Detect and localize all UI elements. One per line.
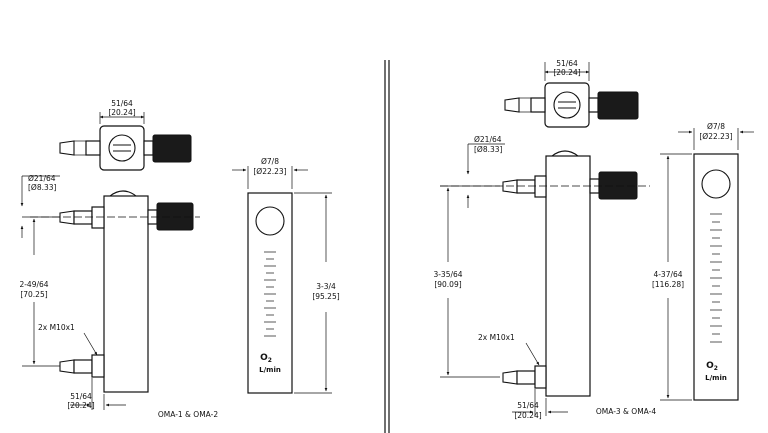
right-top-width-dim: 51/64 [20.24] xyxy=(544,59,590,81)
left-thread-text: 2x M10x1 xyxy=(38,323,75,332)
left-bottom-width-mm: [20.24] xyxy=(67,401,94,410)
left-caption: OMA-1 & OMA-2 xyxy=(158,410,218,419)
left-face-width-dim: Ø7/8 [Ø22.23] xyxy=(232,157,308,189)
left-height-mm: [95.25] xyxy=(312,292,339,301)
left-gas-label: O xyxy=(260,353,268,363)
right-height-inch: 4-37/64 xyxy=(653,270,682,279)
left-port-dia-inch: Ø21/64 xyxy=(28,174,56,183)
right-top-width-mm: [20.24] xyxy=(553,68,580,77)
right-height-dim: 4-37/64 [116.28] xyxy=(652,153,692,401)
right-top-view xyxy=(504,82,639,128)
right-face-width-mm: [Ø22.23] xyxy=(699,132,732,141)
left-scale-ticks xyxy=(264,251,276,337)
right-port-spacing-mm: [90.09] xyxy=(434,280,461,289)
right-bottom-width-dim: 51/64 [20.24] xyxy=(512,389,568,420)
right-top-width-inch: 51/64 xyxy=(556,59,578,68)
left-side-view xyxy=(30,190,200,393)
svg-text:O2: O2 xyxy=(706,361,718,372)
left-bottom-width-inch: 51/64 xyxy=(70,392,92,401)
right-port-dia-mm: [Ø8.33] xyxy=(474,145,503,154)
left-front-view: O2 L/min xyxy=(247,192,293,394)
right-port-spacing-inch: 3-35/64 xyxy=(433,270,462,279)
left-face-width-mm: [Ø22.23] xyxy=(253,167,286,176)
right-port-dia-inch: Ø21/64 xyxy=(474,135,502,144)
right-face-width-inch: Ø7/8 xyxy=(707,122,725,131)
right-unit-label: L/min xyxy=(705,374,727,382)
left-height-inch: 3-3/4 xyxy=(316,282,336,291)
right-gas-sub: 2 xyxy=(714,365,718,372)
left-face-width-inch: Ø7/8 xyxy=(261,157,279,166)
left-port-dia-dim: Ø21/64 [Ø8.33] xyxy=(20,174,60,238)
left-bottom-width-dim: 51/64 [20.24] xyxy=(67,378,126,410)
right-scale-ticks xyxy=(710,213,722,343)
left-port-spacing-mm: [70.25] xyxy=(20,290,47,299)
right-height-mm: [116.28] xyxy=(652,280,684,289)
left-gas-sub: 2 xyxy=(268,357,272,364)
right-thread-text: 2x M10x1 xyxy=(478,333,515,342)
left-port-spacing-dim: 2-49/64 [70.25] xyxy=(19,216,60,367)
left-port-dia-mm: [Ø8.33] xyxy=(28,183,57,192)
right-bottom-width-mm: [20.24] xyxy=(514,411,541,420)
right-caption: OMA-3 & OMA-4 xyxy=(596,407,656,416)
left-port-spacing-inch: 2-49/64 xyxy=(19,280,48,289)
left-top-view xyxy=(59,125,192,171)
right-thread-note: 2x M10x1 xyxy=(478,333,540,366)
right-port-dia-dim: Ø21/64 [Ø8.33] xyxy=(466,135,505,208)
left-unit-label: L/min xyxy=(259,366,281,374)
right-bottom-width-inch: 51/64 xyxy=(517,401,539,410)
svg-text:O2: O2 xyxy=(260,353,272,364)
right-port-spacing-dim: 3-35/64 [90.09] xyxy=(433,185,500,378)
sheet-divider xyxy=(384,60,390,433)
left-height-dim: 3-3/4 [95.25] xyxy=(294,192,340,394)
right-gas-label: O xyxy=(706,361,714,371)
left-top-width-dim: 51/64 [20.24] xyxy=(99,99,145,124)
left-top-width-mm: [20.24] xyxy=(108,108,135,117)
right-front-view: O2 L/min xyxy=(693,153,739,401)
right-face-width-dim: Ø7/8 [Ø22.23] xyxy=(678,122,754,150)
left-thread-note: 2x M10x1 xyxy=(38,323,98,356)
right-side-view xyxy=(440,150,650,397)
left-top-width-inch: 51/64 xyxy=(111,99,133,108)
